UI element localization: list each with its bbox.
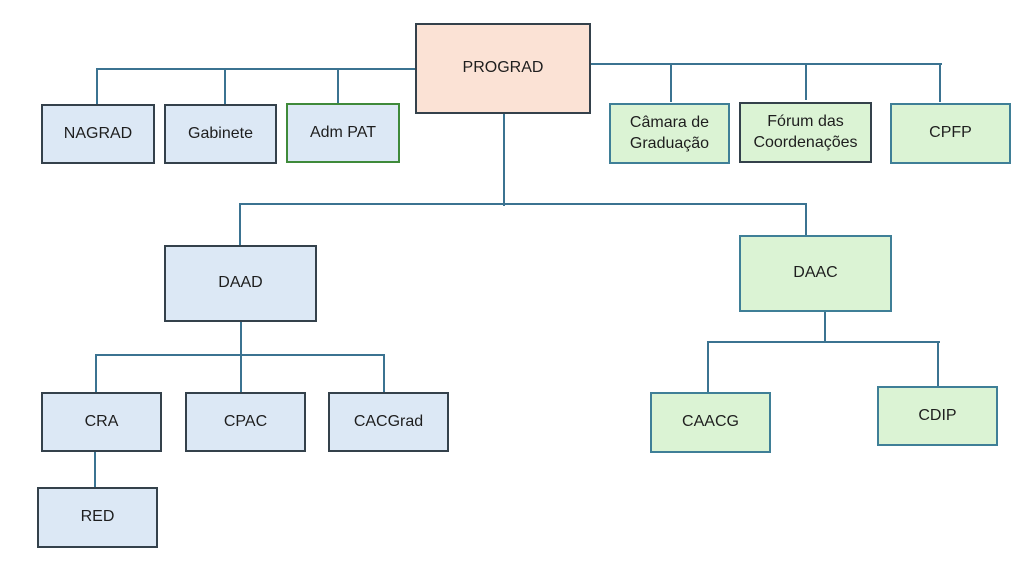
node-label: DAAD xyxy=(218,274,263,292)
node-label: DAAC xyxy=(793,264,838,282)
node-daac: DAAC xyxy=(739,235,892,312)
connector-camara xyxy=(670,65,672,102)
connector-forum xyxy=(805,63,807,100)
node-label: Adm PAT xyxy=(309,123,377,141)
node-adm-pat: Adm PAT xyxy=(286,103,400,163)
connector-cpac xyxy=(240,355,242,394)
node-cacgrad: CACGrad xyxy=(328,392,449,452)
node-label: Câmara de Graduação xyxy=(629,113,710,152)
connector-nagrad xyxy=(96,68,98,104)
connector-cdip xyxy=(937,341,939,388)
connector-cra xyxy=(95,354,97,394)
connector-daad xyxy=(239,205,241,246)
node-caacg: CAACG xyxy=(650,392,771,453)
connector-daad-down xyxy=(240,321,242,355)
connector-daac xyxy=(805,203,807,236)
connector-top-right-bus xyxy=(590,63,942,65)
connector-adm-pat xyxy=(337,68,339,104)
node-camara-graduacao: Câmara de Graduação xyxy=(609,103,730,164)
node-nagrad: NAGRAD xyxy=(41,104,155,164)
node-red: RED xyxy=(37,487,158,548)
connector-top-left-bus xyxy=(96,68,416,70)
node-label: Gabinete xyxy=(188,124,253,142)
node-daad: DAAD xyxy=(164,245,317,322)
node-label: CAACG xyxy=(682,413,739,431)
node-label: CACGrad xyxy=(353,412,424,430)
connector-gabinete xyxy=(224,70,226,106)
node-cra: CRA xyxy=(41,392,162,452)
connector-daac-bus xyxy=(708,341,940,343)
connector-red xyxy=(94,451,96,489)
node-label: PROGRAD xyxy=(462,59,544,77)
node-forum-coordenacoes: Fórum das Coordenações xyxy=(739,102,872,163)
node-cpac: CPAC xyxy=(185,392,306,452)
node-label: CDIP xyxy=(918,406,957,424)
node-gabinete: Gabinete xyxy=(164,104,277,164)
node-label: NAGRAD xyxy=(63,124,133,142)
node-label: CRA xyxy=(84,412,119,430)
node-label: Fórum das Coordenações xyxy=(753,112,858,151)
node-prograd: PROGRAD xyxy=(415,23,591,114)
connector-caacg xyxy=(707,341,709,393)
connector-cpfp xyxy=(939,65,941,102)
connector-cacgrad xyxy=(383,354,385,394)
connector-middle-bus xyxy=(239,203,807,205)
connector-daac-down xyxy=(824,311,826,342)
node-cdip: CDIP xyxy=(877,386,998,446)
node-label: CPAC xyxy=(223,412,268,430)
node-label: RED xyxy=(80,508,115,526)
connector-prograd-down xyxy=(503,114,505,206)
node-cpfp: CPFP xyxy=(890,103,1011,164)
node-label: CPFP xyxy=(929,124,972,142)
